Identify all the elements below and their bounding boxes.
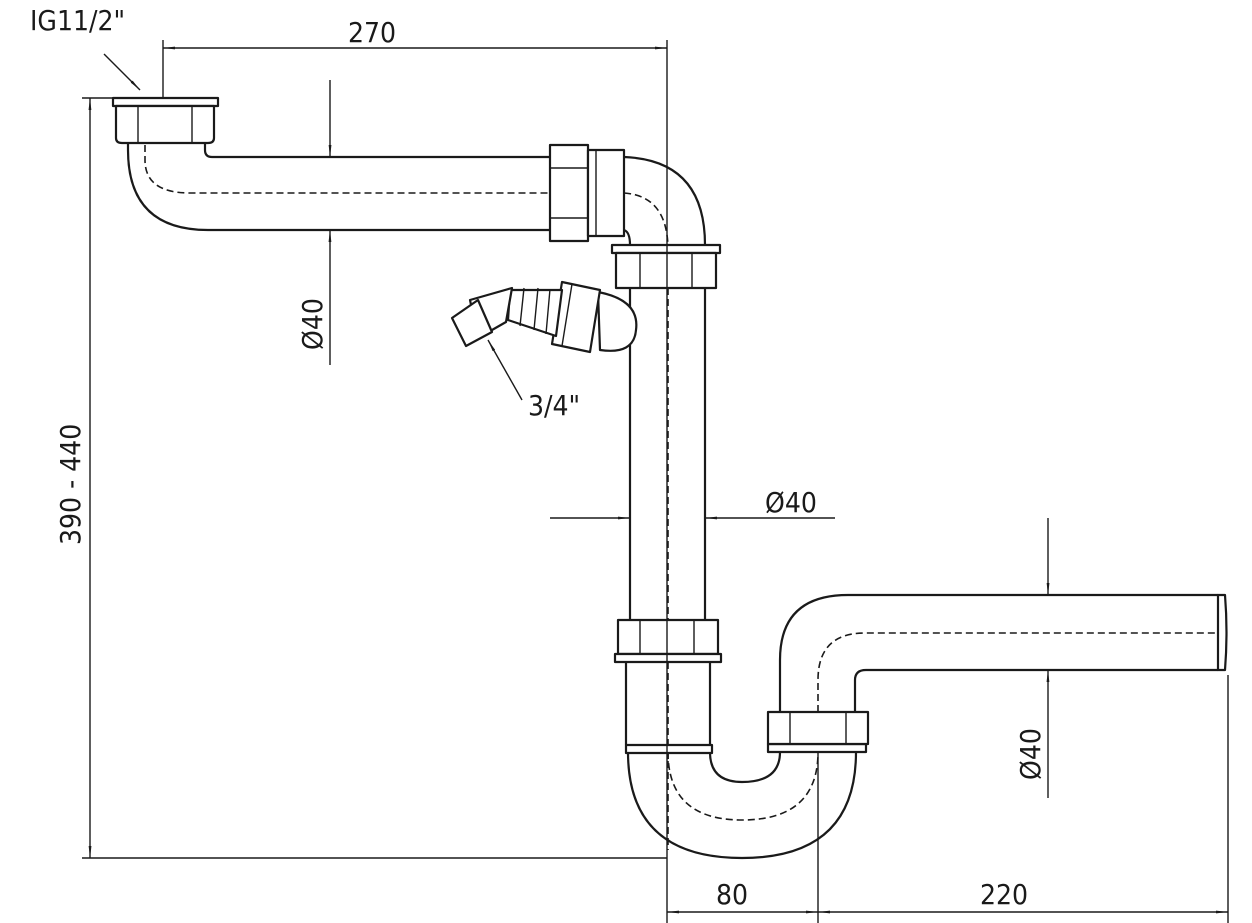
top-pipe (126, 143, 550, 232)
hose-connector (450, 280, 638, 354)
outlet-pipe (778, 593, 1228, 712)
offset-bottom-label: 80 (716, 878, 748, 911)
top-slip-nut (548, 143, 626, 243)
diameter-top-label: Ø40 (296, 298, 329, 350)
diameter-vertical-label: Ø40 (765, 486, 817, 519)
hose-connector-label: 3/4" (528, 389, 580, 422)
inlet-nut (111, 96, 220, 145)
height-range-label: 390 - 440 (54, 424, 87, 545)
diameter-outlet-label: Ø40 (1014, 728, 1047, 780)
width-top-label: 270 (348, 16, 396, 49)
outlet-length-label: 220 (980, 878, 1028, 911)
lower-nut (613, 618, 723, 745)
dimension-lines (82, 40, 1229, 923)
u-trap (624, 710, 870, 860)
elbow (610, 155, 722, 290)
inlet-thread-label: IG11/2" (30, 4, 125, 37)
